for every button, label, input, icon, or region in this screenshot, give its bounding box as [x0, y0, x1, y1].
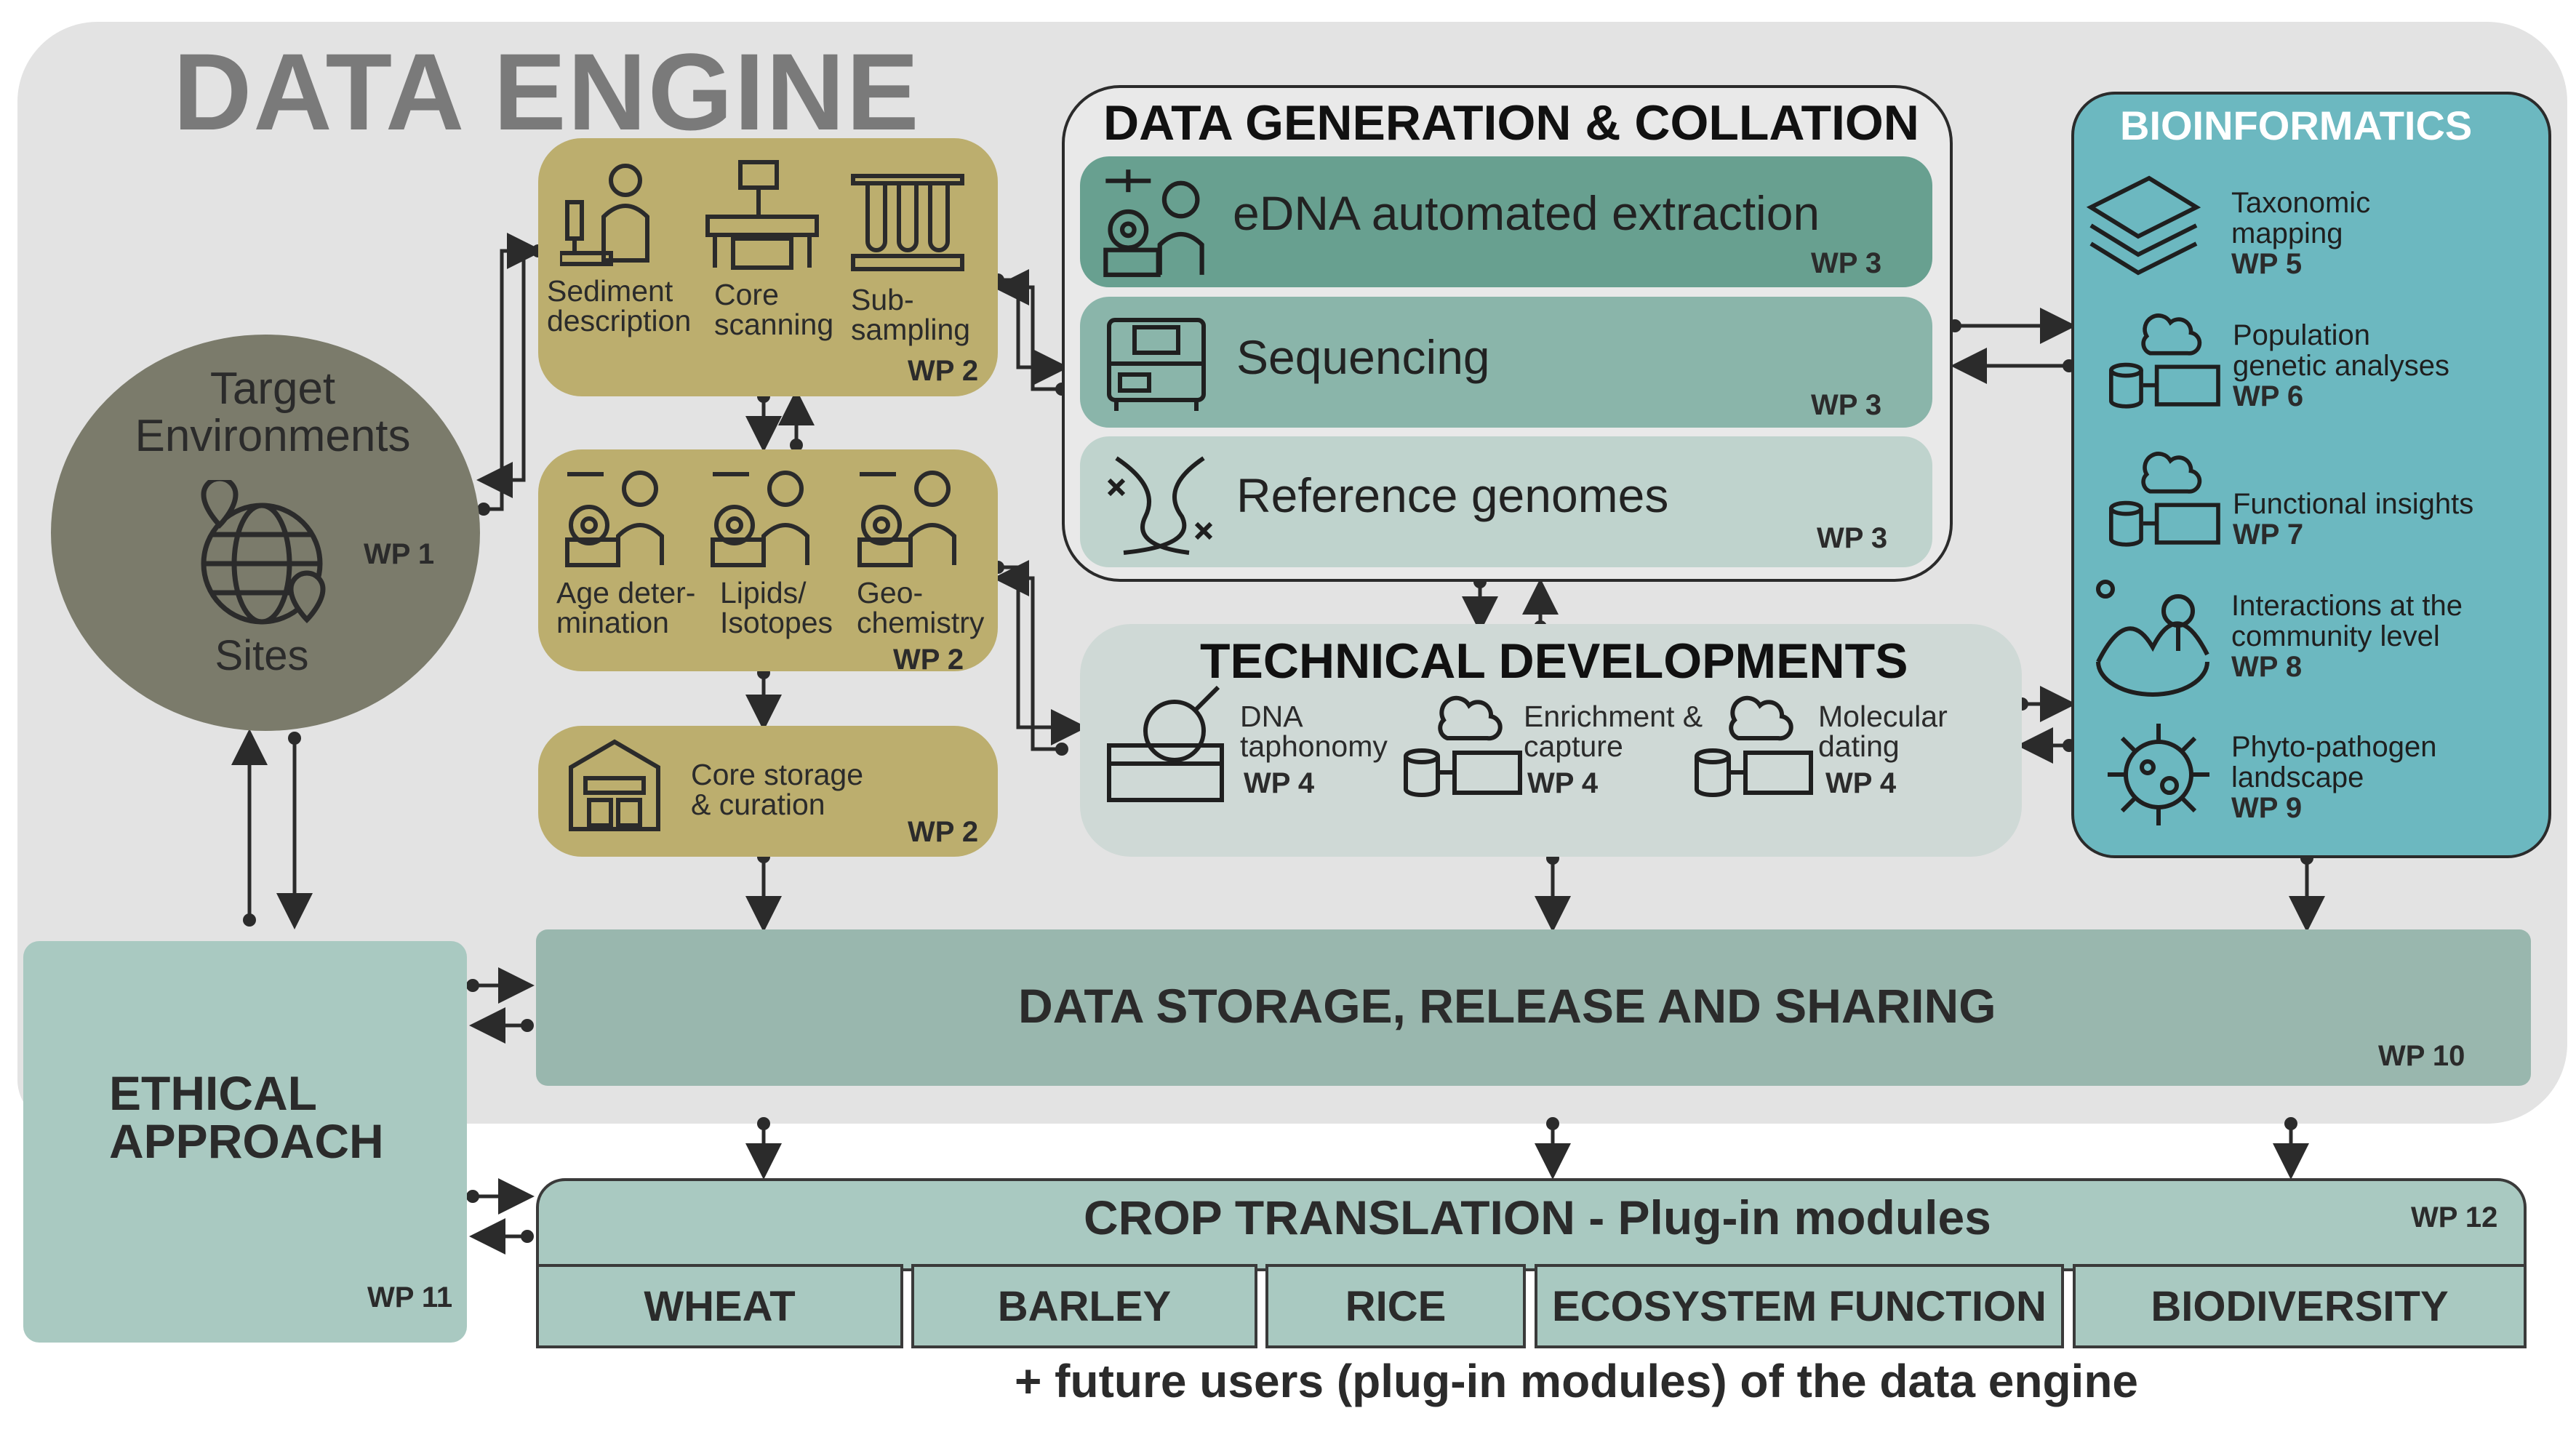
sequencer-icon [1102, 305, 1211, 415]
technical-developments-title: TECHNICAL DEVELOPMENTS [1200, 633, 1908, 689]
virus-icon [2100, 716, 2217, 833]
wp-badge: WP 2 [908, 816, 979, 848]
wp-badge: WP 12 [2411, 1201, 2498, 1233]
bioinformatics-title: BIOINFORMATICS [2120, 103, 2473, 148]
wp-badge: WP 2 [893, 644, 964, 676]
scientist-gears-icon [852, 460, 961, 569]
wp-badge: WP 4 [1244, 767, 1315, 799]
sites-label: Sites [215, 632, 309, 679]
module-barley[interactable]: BARLEY [911, 1264, 1257, 1348]
core-scanning-label: Core scanning [714, 278, 834, 341]
module-rice[interactable]: RICE [1265, 1264, 1526, 1348]
reference-genomes-row [1080, 436, 1932, 567]
wp-badge: WP 4 [1825, 767, 1897, 799]
sub-sampling-label: Sub-sampling [851, 283, 971, 346]
module-biodiversity[interactable]: BIODIVERSITY [2073, 1264, 2527, 1348]
microscope-icon [560, 159, 669, 275]
crop-translation-bar [536, 1178, 2527, 1271]
wp-badge: WP 1 [364, 538, 435, 570]
wp-badge: WP 3 [1817, 522, 1888, 554]
lipids-isotopes-label: Lipids/Isotopes [720, 576, 833, 639]
scientist-gears-icon [705, 460, 815, 569]
wp-badge: WP 3 [1811, 389, 1882, 421]
data-storage-title: DATA STORAGE, RELEASE AND SHARING [1018, 979, 1996, 1033]
data-engine-title: DATA ENGINE [173, 31, 921, 153]
wp-badge: WP 2 [908, 355, 979, 387]
sequencing-label: Sequencing [1236, 330, 1490, 384]
data-generation-title: DATA GENERATION & COLLATION [1103, 95, 1919, 151]
core-scanner-icon [704, 159, 820, 275]
test-tubes-icon [849, 161, 966, 278]
scientist-gears-icon [560, 460, 669, 569]
robot-scientist-icon [1098, 166, 1211, 279]
sequencing-row [1080, 297, 1932, 428]
enrichment-capture-label: Enrichment &capture [1524, 700, 1703, 763]
chromosomes-icon [1102, 444, 1218, 560]
cloud-database-icon [2102, 444, 2225, 553]
footer-note: + future users (plug-in modules) of the … [1015, 1355, 2138, 1407]
technical-developments-box [1080, 624, 2022, 857]
data-storage-bar [536, 929, 2531, 1086]
wp-badge: WP 11 [367, 1281, 453, 1313]
module-wheat[interactable]: WHEAT [536, 1264, 903, 1348]
crop-translation-title: CROP TRANSLATION - Plug-in modules [1084, 1191, 1991, 1244]
age-determination-label: Age deter-mination [556, 576, 696, 639]
wp-badge: WP 3 [1811, 247, 1882, 279]
globe-pins-icon [182, 480, 342, 640]
layers-icon [2084, 167, 2204, 284]
cloud-database-icon [1691, 687, 1815, 804]
target-environments-title: Target Environments [135, 364, 411, 462]
reference-genomes-label: Reference genomes [1236, 468, 1669, 522]
sediment-description-label: Sediment description [547, 274, 692, 337]
core-storage-label: Core storage& curation [691, 758, 864, 821]
wp-badge: WP 10 [2378, 1040, 2465, 1072]
ethical-approach-box [23, 941, 467, 1343]
ecosystem-icon [2091, 575, 2215, 698]
cloud-database-icon [2102, 305, 2225, 415]
module-ecosystem-function[interactable]: ECOSYSTEM FUNCTION [1535, 1264, 2064, 1348]
edna-extraction-row [1080, 156, 1932, 287]
edna-extraction-label: eDNA automated extraction [1233, 186, 1820, 240]
functional-insights-label: Functional insights WP 7 [2233, 488, 2474, 551]
cloud-database-icon [1400, 687, 1524, 804]
warehouse-icon [567, 738, 662, 833]
geochemistry-label: Geo-chemistry [857, 576, 985, 639]
bioinformatics-box [2071, 92, 2551, 858]
wp-badge: WP 4 [1527, 767, 1599, 799]
soil-magnifier-icon [1105, 684, 1225, 804]
